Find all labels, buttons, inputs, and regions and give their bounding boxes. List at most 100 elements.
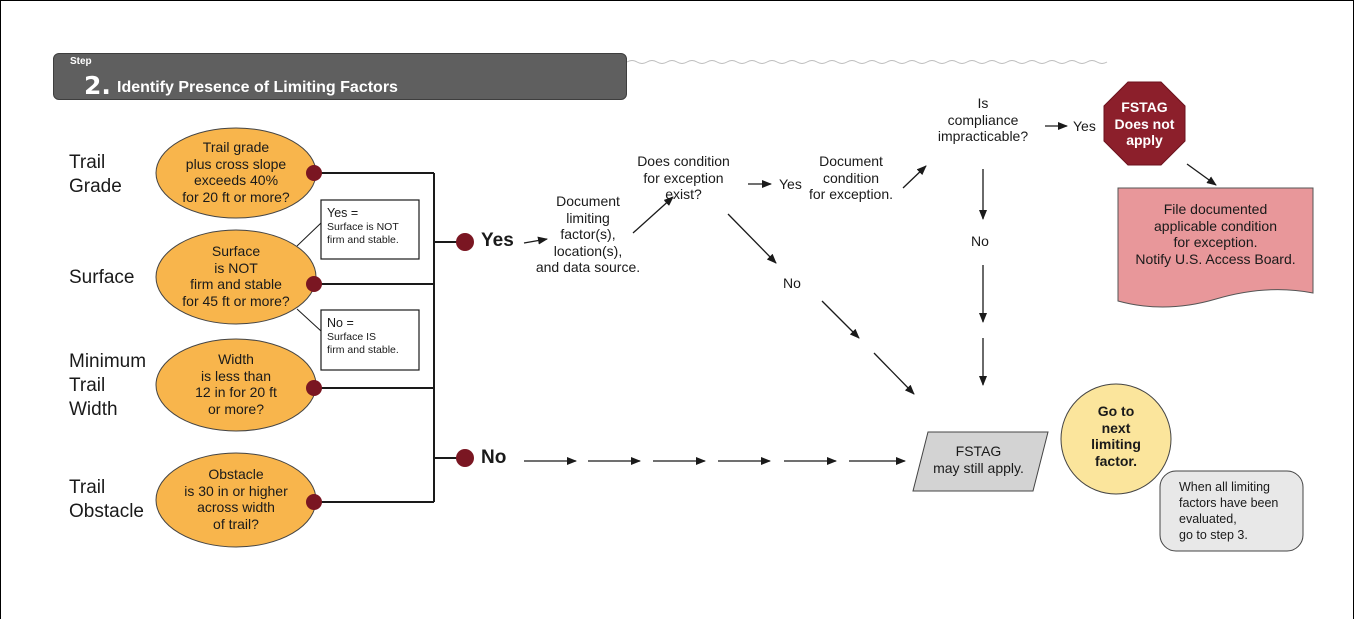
callout-head: No =	[327, 316, 354, 330]
arrow-no-to-fstag-2	[873, 352, 915, 395]
dot-obstacle	[306, 494, 322, 510]
question-line: exceeds 40%	[193, 172, 279, 188]
step-number: 2.	[84, 71, 111, 100]
question-line: 12 in for 20 ft	[195, 384, 277, 400]
next-factor-text: Go to next limiting factor.	[1071, 403, 1161, 469]
text-line: Does not	[1114, 115, 1175, 132]
text-line: limiting	[566, 209, 610, 226]
text-line: limiting	[1091, 436, 1141, 452]
text-line: applicable condition	[1154, 217, 1277, 234]
question-line: Surface	[211, 243, 261, 259]
fstag-parallelogram	[912, 431, 1049, 492]
text-line: Document	[556, 193, 620, 209]
question-line: across width	[197, 499, 275, 515]
text-line: exist?	[665, 186, 702, 202]
question-line: Trail grade	[202, 139, 270, 155]
text-line: Does condition	[637, 153, 730, 169]
question-width: Width is less than 12 in for 20 ft or mo…	[176, 351, 296, 417]
callout-yes-pointer	[296, 222, 322, 247]
impracticable-yes-label: Yes	[1073, 118, 1096, 134]
row-label-line: Trail	[69, 375, 106, 396]
text-line: go to step 3.	[1179, 528, 1248, 542]
text-line: for exception.	[1173, 234, 1258, 250]
arrow-no-to-fstag-1	[821, 300, 860, 339]
row-label-line: Obstacle	[69, 501, 144, 522]
text-line: impracticable?	[937, 128, 1029, 144]
dot-yes	[456, 233, 474, 251]
text-line: apply	[1126, 132, 1163, 148]
text-line: File documented	[1163, 201, 1268, 217]
step-banner: Step 2. Identify Presence of Limiting Fa…	[53, 53, 627, 100]
dot-trail-grade	[306, 165, 322, 181]
exception-no-label: No	[783, 275, 801, 291]
text-line: When all limiting	[1179, 480, 1271, 494]
callout-yes: Yes = Surface is NOT firm and stable.	[327, 206, 399, 247]
question-line: for 45 ft or more?	[182, 292, 290, 309]
row-label-minimum-trail-width: Minimum Trail Width	[69, 350, 146, 422]
text-line: factor.	[1094, 452, 1137, 469]
file-documented-text: File documented applicable condition for…	[1118, 201, 1313, 267]
text-line: location(s),	[553, 242, 623, 259]
text-line: and data source.	[535, 259, 641, 275]
branch-no-label: No	[481, 447, 507, 468]
arrow-document-to-question	[632, 196, 674, 234]
row-label-line: Surface	[69, 267, 135, 288]
question-line: is less than	[200, 367, 272, 384]
row-label-line: Minimum	[69, 351, 147, 372]
document-condition-text: Document condition for exception.	[801, 153, 901, 203]
row-label-trail-obstacle: Trail Obstacle	[69, 476, 144, 524]
dot-surface	[306, 276, 322, 292]
file-documented-shape	[1117, 187, 1314, 308]
callout-no-pointer	[296, 308, 322, 332]
text-line: Notify U.S. Access Board.	[1135, 250, 1296, 267]
all-evaluated-note: When all limiting factors have been eval…	[1179, 479, 1278, 543]
text-line: Document	[819, 153, 883, 169]
text-line: factor(s),	[560, 226, 616, 242]
text-line: Is	[977, 95, 989, 111]
step-title: Identify Presence of Limiting Factors	[117, 79, 398, 96]
callout-line: Surface is NOT	[327, 221, 399, 233]
document-factors-text: Document limiting factor(s), location(s)…	[524, 193, 652, 276]
question-trail-grade: Trail grade plus cross slope exceeds 40%…	[176, 139, 296, 205]
row-label-trail-grade: Trail Grade	[69, 151, 122, 199]
question-surface: Surface is NOT firm and stable for 45 ft…	[176, 243, 296, 309]
callout-yes-box	[320, 199, 420, 260]
text-line: may still apply.	[933, 459, 1024, 476]
row-label-line: Grade	[69, 176, 122, 197]
callout-line: firm and stable.	[327, 234, 399, 246]
header-wavy-rule	[626, 60, 1108, 64]
text-line: FSTAG	[955, 443, 1002, 459]
text-line: next	[1101, 419, 1131, 436]
step-word: Step	[70, 56, 92, 67]
question-line: Width	[218, 351, 254, 367]
callout-no-box	[320, 309, 420, 371]
fstag-may-apply-text: FSTAG may still apply.	[916, 443, 1041, 476]
note-box	[1159, 470, 1304, 552]
row-label-line: Width	[69, 399, 118, 420]
exception-question: Does condition for exception exist?	[621, 153, 746, 203]
row-label-surface: Surface	[69, 266, 134, 290]
question-line: Obstacle	[208, 466, 264, 482]
stop-sign	[1103, 81, 1186, 166]
text-line: condition	[822, 169, 880, 186]
question-line: or more?	[207, 400, 265, 417]
dot-no	[456, 449, 474, 467]
row-label-line: Trail	[69, 152, 106, 173]
dot-width	[306, 380, 322, 396]
question-line: for 20 ft or more?	[182, 188, 290, 205]
text-line: Go to	[1097, 403, 1135, 419]
text-line: evaluated,	[1179, 512, 1237, 526]
text-line: for exception	[643, 169, 724, 186]
question-line: firm and stable	[190, 276, 282, 292]
arrow-yes-to-document	[523, 236, 548, 245]
text-line: FSTAG	[1121, 99, 1168, 115]
text-line: factors have been	[1179, 496, 1279, 510]
arrow-stop-to-file	[1186, 163, 1217, 186]
question-line: is NOT	[214, 259, 258, 276]
text-line: for exception.	[808, 186, 894, 202]
callout-no: No = Surface IS firm and stable.	[327, 316, 399, 357]
exception-yes-label: Yes	[779, 176, 802, 192]
question-line: of trail?	[213, 515, 259, 532]
branch-yes-label: Yes	[481, 230, 514, 251]
